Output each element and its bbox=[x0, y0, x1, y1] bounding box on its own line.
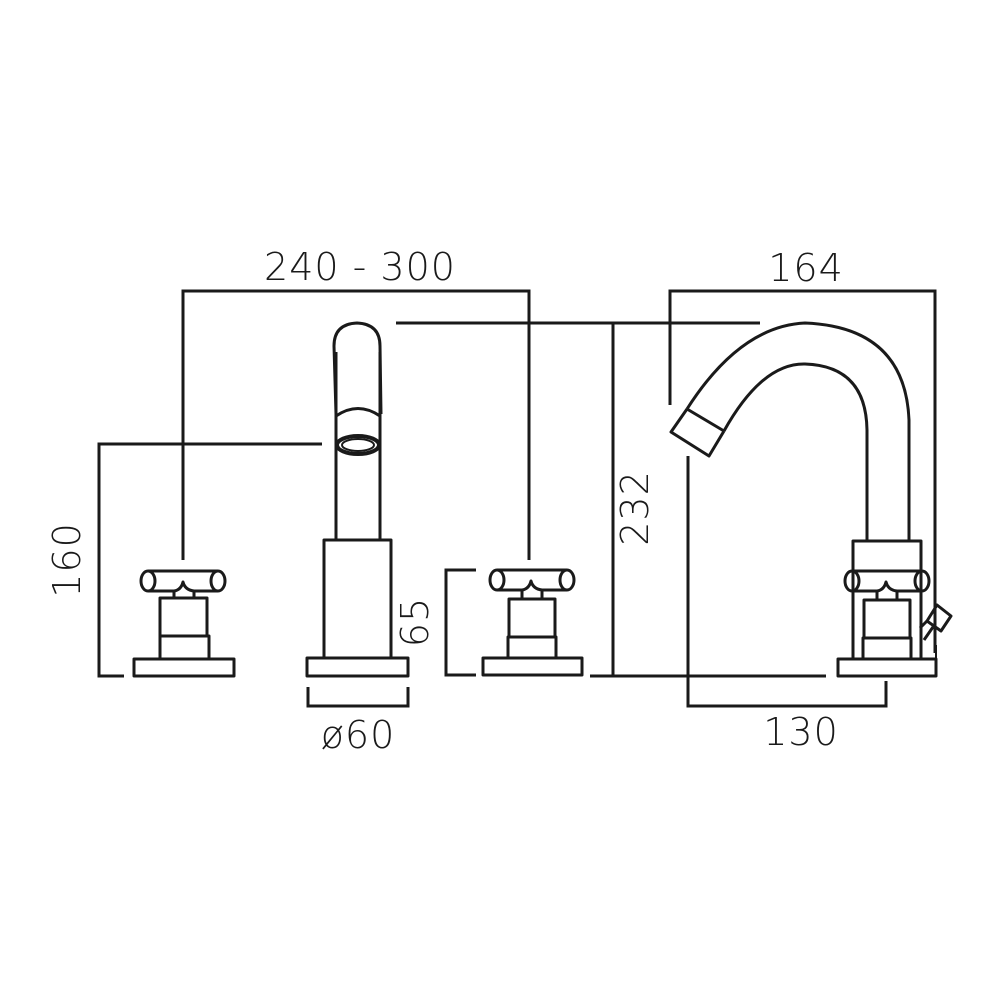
spout-body-front bbox=[305, 321, 410, 678]
dimension-handle-height: 65 bbox=[393, 568, 476, 677]
swan-neck-spout bbox=[669, 321, 911, 540]
dimension-handle-spacing: 240 - 300 bbox=[181, 245, 531, 560]
label-handle-height: 65 bbox=[393, 597, 437, 647]
right-cross-handle bbox=[481, 568, 584, 677]
dimension-spout-outlet-reach: 130 bbox=[686, 456, 888, 754]
side-view: 164 130 bbox=[668, 246, 953, 754]
label-spout-reach: 164 bbox=[768, 246, 844, 290]
dimension-base-diameter: ø60 bbox=[306, 687, 410, 757]
left-cross-handle bbox=[132, 569, 236, 678]
dimension-spout-outlet-height: 160 bbox=[45, 442, 322, 678]
side-cross-handle bbox=[836, 539, 938, 678]
front-view: 240 - 300 160 65 ø60 bbox=[45, 245, 584, 757]
label-spout-outlet-height: 160 bbox=[45, 522, 89, 598]
dimension-spout-reach: 164 bbox=[668, 246, 937, 653]
label-spout-outlet-reach: 130 bbox=[763, 710, 839, 754]
dimension-overall-height: 232 bbox=[396, 321, 826, 678]
label-base-diameter: ø60 bbox=[321, 713, 396, 757]
label-overall-height: 232 bbox=[613, 470, 657, 546]
label-handle-spacing: 240 - 300 bbox=[264, 245, 456, 289]
